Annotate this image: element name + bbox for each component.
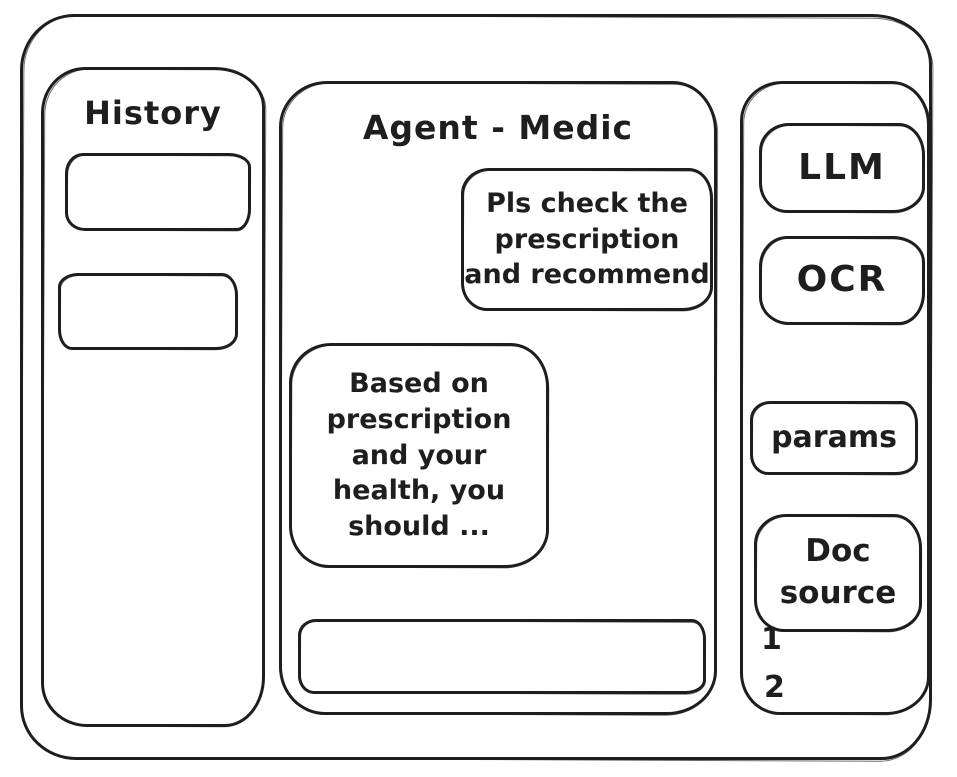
user-message-text: Pls check the prescription and recommend [464,188,710,291]
doc-source-button[interactable]: Doc source [754,514,922,632]
chat-input[interactable] [298,619,706,694]
doc-source-marker-1: 1 [761,622,782,657]
ocr-button[interactable]: OCR [759,236,925,325]
history-item-1[interactable] [65,153,251,231]
agent-message-bubble: Based on prescription and your health, y… [289,343,549,568]
history-item-2[interactable] [58,273,238,350]
llm-button[interactable]: LLM [759,123,925,213]
history-panel: History [41,67,265,727]
doc-source-marker-2: 2 [764,670,785,705]
chat-panel: Agent - Medic Pls check the prescription… [279,81,717,715]
agent-message-text: Based on prescription and your health, y… [326,368,512,542]
history-title: History [84,94,222,132]
app-window: History Agent - Medic Pls check the pres… [20,14,932,760]
tools-panel: LLM OCR params Doc source 1 2 [740,81,930,715]
user-message-bubble: Pls check the prescription and recommend [461,168,713,311]
params-button[interactable]: params [750,401,918,475]
chat-title: Agent - Medic [362,108,634,147]
